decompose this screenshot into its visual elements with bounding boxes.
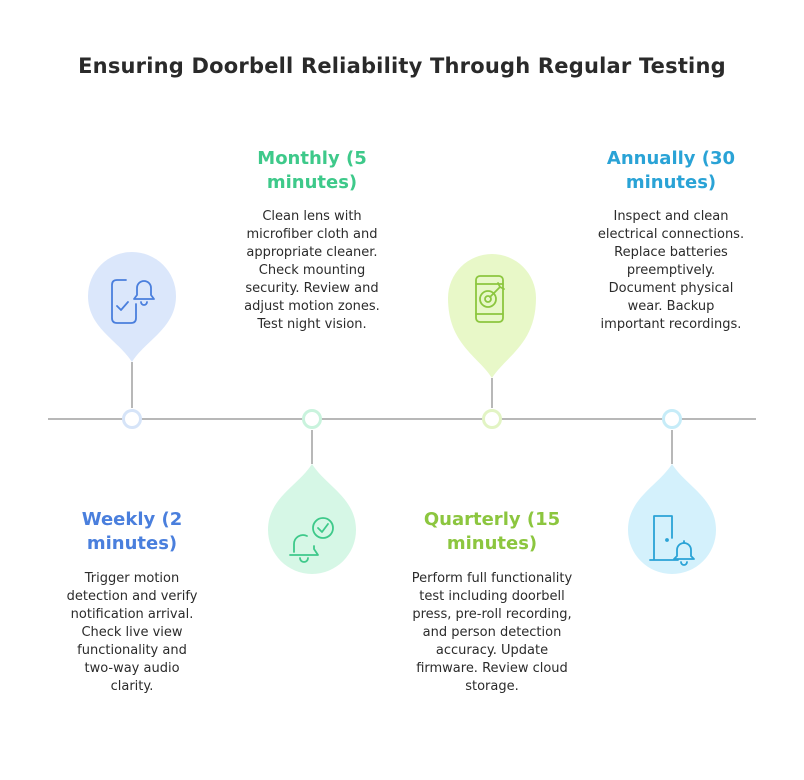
monthly-heading: Monthly (5 minutes)	[257, 148, 367, 193]
monthly-marker	[268, 409, 356, 574]
quarterly-node	[482, 409, 502, 429]
weekly-marker	[88, 252, 176, 429]
weekly-pin-shape	[88, 252, 176, 362]
annually-description: Inspect and clean electrical connections…	[597, 209, 745, 332]
diagram-title: Ensuring Doorbell Reliability Through Re…	[78, 54, 726, 78]
door-bell-icon	[649, 515, 695, 566]
annually-heading: Annually (30 minutes)	[606, 148, 736, 193]
monthly-pin-shape	[268, 464, 356, 574]
weekly-heading: Weekly (2 minutes)	[81, 509, 183, 554]
weekly-description: Trigger motion detection and verify noti…	[66, 571, 198, 694]
phone-target-icon	[475, 275, 505, 323]
quarterly-description: Perform full functionality test includin…	[411, 571, 573, 694]
quarterly-pin-shape	[448, 254, 536, 378]
phone-bell-check-icon	[111, 279, 155, 324]
quarterly-heading: Quarterly (15 minutes)	[423, 509, 561, 554]
annually-node	[662, 409, 682, 429]
monthly-node	[302, 409, 322, 429]
monthly-description: Clean lens with microfiber cloth and app…	[244, 209, 380, 332]
bell-check-icon	[289, 517, 334, 563]
annually-marker	[628, 409, 716, 574]
quarterly-marker	[448, 254, 536, 429]
weekly-node	[122, 409, 142, 429]
